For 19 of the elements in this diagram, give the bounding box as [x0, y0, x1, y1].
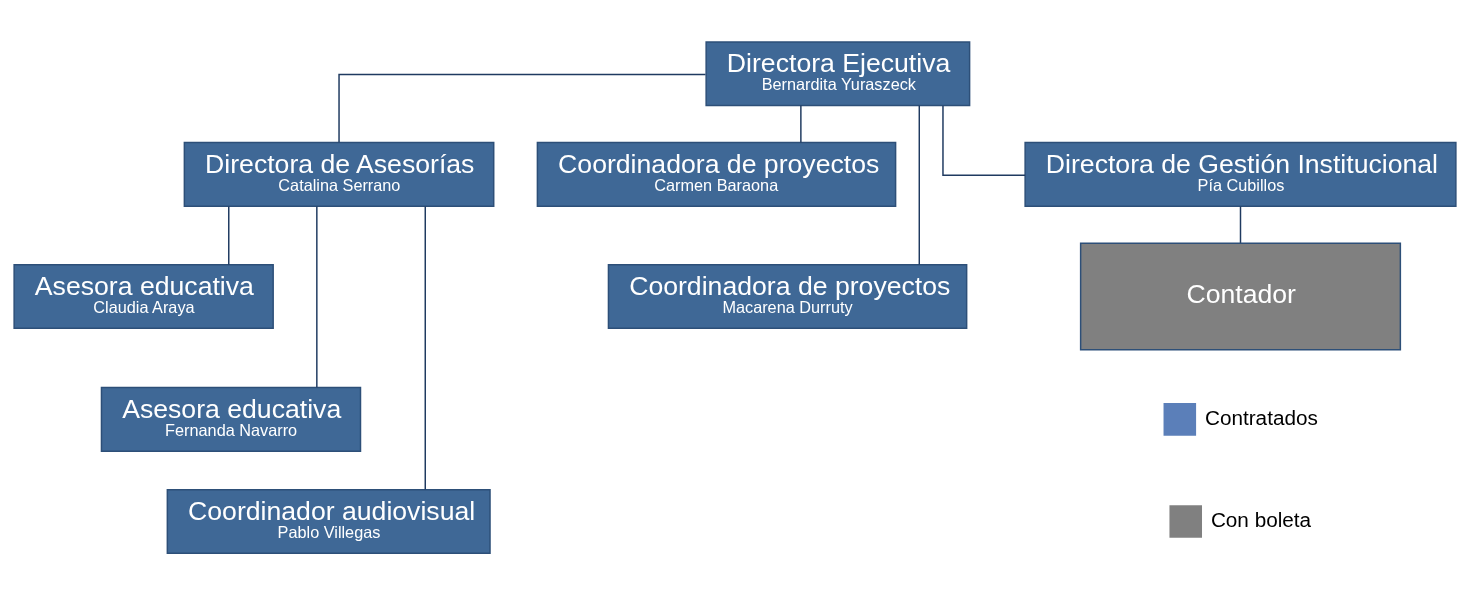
node-box: Coordinadora de proyectos Macarena Durruty: [607, 263, 968, 329]
connector: [918, 104, 921, 265]
node-box: Directora Ejecutiva Bernardita Yuraszeck: [705, 40, 971, 106]
connector: [424, 205, 426, 490]
node-box: Contador: [1079, 242, 1402, 351]
legend-label: Contratados: [1204, 405, 1318, 429]
connector: [338, 73, 707, 143]
legend-label: Con boleta: [1210, 507, 1312, 531]
connector: [228, 205, 230, 265]
node-box: Coordinador audiovisual Pablo Villegas: [166, 488, 491, 554]
connector: [800, 104, 802, 143]
node-box: Asesora educativa Claudia Araya: [13, 263, 274, 329]
node-box: Asesora educativa Fernanda Navarro: [100, 386, 362, 452]
connector: [316, 205, 318, 388]
node-box: Directora de Gestión Institucional Pía Cubillos: [1024, 141, 1457, 207]
connector: [942, 104, 1026, 176]
node-box: Directora de Asesorías Catalina Serrano: [183, 141, 495, 207]
connector: [1239, 205, 1242, 244]
node-box: Coordinadora de proyectos Carmen Baraona: [536, 141, 897, 207]
